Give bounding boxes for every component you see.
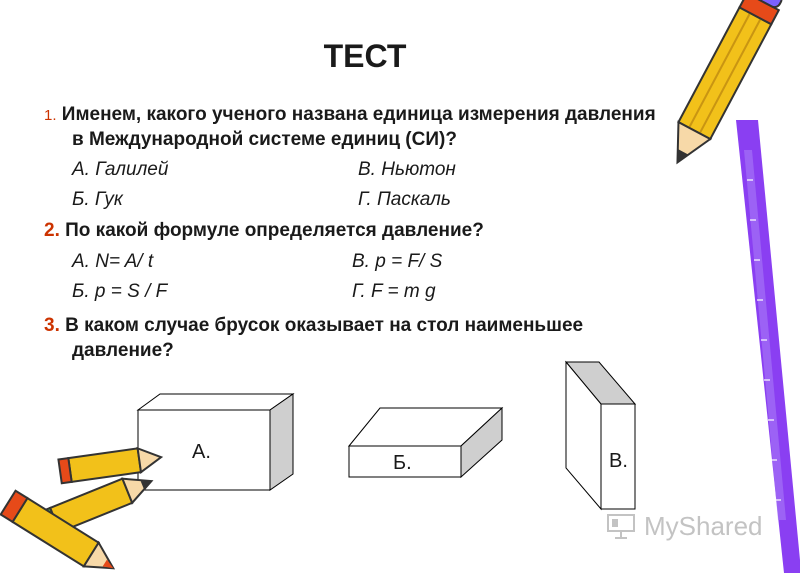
watermark: MyShared	[606, 508, 763, 544]
q2-option-b: Б. p = S / F	[72, 281, 168, 302]
q1-option-g: Г. Паскаль	[358, 189, 451, 210]
page-title: ТЕСТ	[323, 38, 407, 74]
question-1-text: Именем, какого ученого названа единица и…	[61, 104, 656, 125]
q1-option-a: А. Галилей	[72, 159, 169, 180]
q1-option-b: Б. Гук	[72, 189, 123, 210]
q2-option-a: А. N= A/ t	[72, 251, 154, 272]
question-2: 2. По какой формуле определяется давлени…	[44, 219, 484, 243]
question-3-line-2: давление?	[72, 340, 174, 361]
q2-option-g: Г. F = m g	[352, 281, 436, 302]
question-3-number: 3.	[44, 315, 60, 336]
brick-v	[564, 360, 637, 511]
question-1-line-2: в Международной системе единиц (СИ)?	[72, 129, 457, 150]
question-1-line-1: 1. Именем, какого ученого названа единиц…	[44, 103, 656, 128]
projector-screen-icon	[607, 514, 635, 539]
q2-option-v: В. p = F/ S	[352, 251, 443, 272]
watermark-text: MyShared	[644, 510, 763, 541]
question-1-number: 1.	[44, 107, 57, 124]
question-2-number: 2.	[44, 220, 60, 241]
brick-a	[136, 393, 295, 491]
brick-b-label: Б.	[393, 452, 412, 474]
brick-b	[347, 406, 504, 479]
question-2-text: По какой формуле определяется давление?	[65, 220, 484, 241]
q1-option-v: В. Ньютон	[358, 159, 456, 180]
question-3-line-1: 3. В каком случае брусок оказывает на ст…	[44, 314, 583, 338]
brick-v-label: В.	[609, 450, 628, 472]
brick-a-label: А.	[192, 441, 211, 463]
question-3-text: В каком случае брусок оказывает на стол …	[65, 315, 584, 336]
